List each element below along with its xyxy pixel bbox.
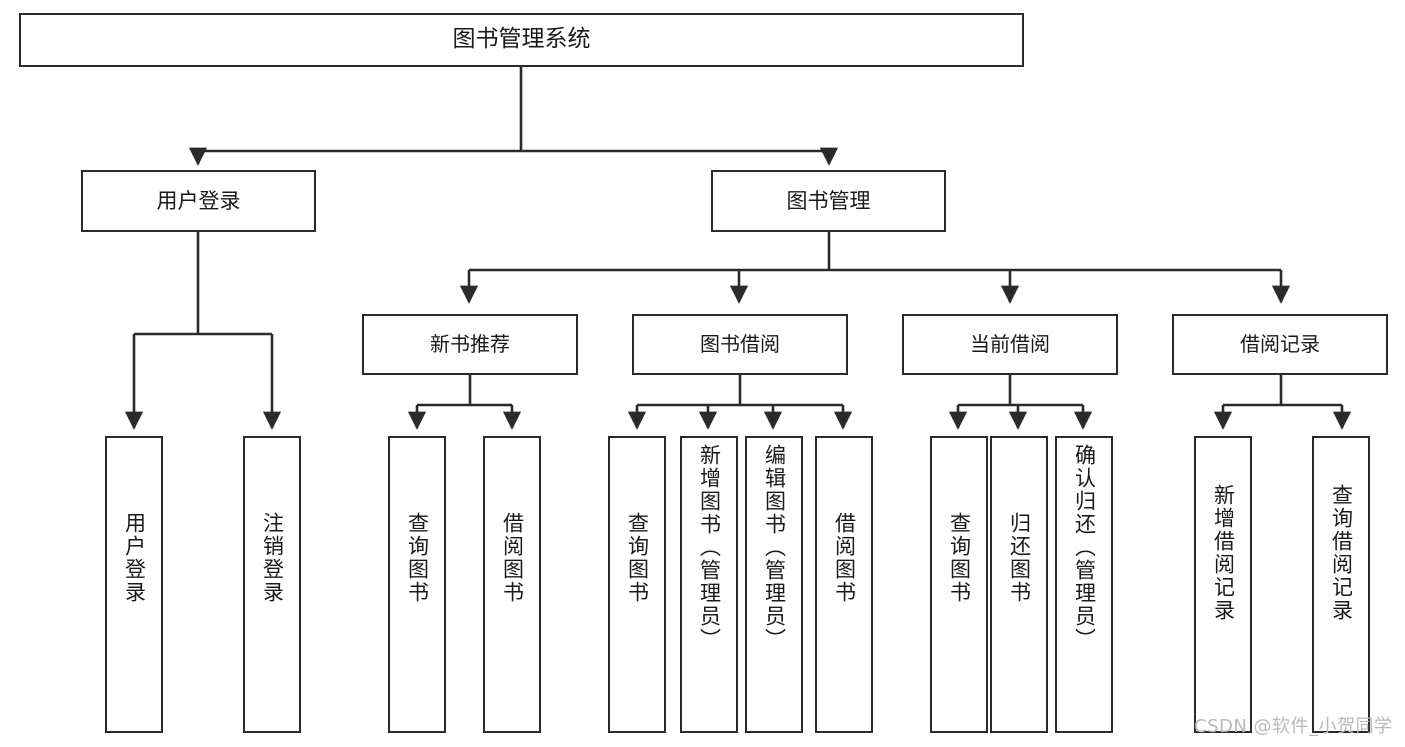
leaf-current-borrow-query[interactable]: 查询图书: [930, 436, 988, 733]
leaf-new-book-query[interactable]: 查询图书: [388, 436, 446, 733]
node-label: 确认归还（管理员）: [1072, 444, 1097, 651]
node-current-borrow[interactable]: 当前借阅: [902, 314, 1118, 375]
node-label: 图书借阅: [700, 331, 780, 356]
node-borrow-record[interactable]: 借阅记录: [1172, 314, 1388, 375]
node-label: 查询图书: [625, 512, 650, 604]
leaf-current-borrow-confirm-admin[interactable]: 确认归还（管理员）: [1055, 436, 1113, 733]
leaf-book-borrow-add-admin[interactable]: 新增图书（管理员）: [680, 436, 738, 733]
node-root-book-management-system[interactable]: 图书管理系统: [19, 13, 1024, 67]
leaf-new-book-borrow[interactable]: 借阅图书: [483, 436, 541, 733]
node-book-management[interactable]: 图书管理: [711, 170, 946, 232]
node-label: 当前借阅: [970, 331, 1050, 356]
node-label: 新增图书（管理员）: [697, 444, 722, 651]
node-label: 编辑图书（管理员）: [762, 444, 787, 651]
node-label: 查询图书: [405, 512, 430, 604]
leaf-current-borrow-return[interactable]: 归还图书: [990, 436, 1048, 733]
node-label: 借阅图书: [500, 512, 525, 604]
leaf-book-borrow-edit-admin[interactable]: 编辑图书（管理员）: [745, 436, 803, 733]
node-label: 归还图书: [1007, 512, 1032, 604]
leaf-borrow-record-query[interactable]: 查询借阅记录: [1312, 436, 1370, 733]
node-label: 注销登录: [260, 512, 285, 604]
node-label: 新增借阅记录: [1211, 484, 1236, 622]
node-label: 用户登录: [122, 512, 147, 604]
leaf-user-login-logout[interactable]: 注销登录: [243, 436, 301, 733]
leaf-book-borrow-query[interactable]: 查询图书: [608, 436, 666, 733]
leaf-book-borrow-borrow[interactable]: 借阅图书: [815, 436, 873, 733]
node-label: 查询借阅记录: [1329, 484, 1354, 622]
node-label: 图书管理系统: [452, 26, 591, 53]
node-new-book-recommend[interactable]: 新书推荐: [362, 314, 578, 375]
node-label: 新书推荐: [430, 331, 510, 356]
leaf-borrow-record-add[interactable]: 新增借阅记录: [1194, 436, 1252, 733]
node-label: 借阅记录: [1240, 331, 1320, 356]
node-book-borrow[interactable]: 图书借阅: [632, 314, 848, 375]
leaf-user-login-login[interactable]: 用户登录: [105, 436, 163, 733]
node-user-login[interactable]: 用户登录: [81, 170, 316, 232]
node-label: 用户登录: [156, 188, 241, 213]
node-label: 借阅图书: [832, 512, 857, 604]
node-label: 查询图书: [947, 512, 972, 604]
node-label: 图书管理: [786, 188, 871, 213]
